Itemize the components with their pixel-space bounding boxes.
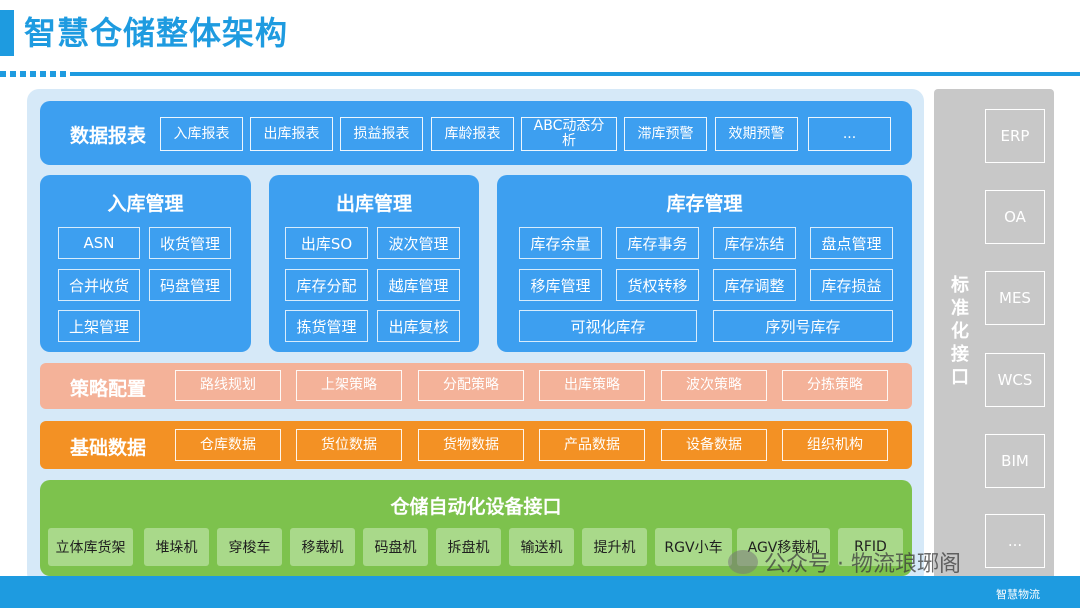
devices-title: 仓储自动化设备接口 [390, 496, 562, 518]
inventory-wide-item: 可视化库存 [519, 310, 697, 342]
outbound-item: 波次管理 [377, 227, 460, 259]
strategy-label: 策略配置 [70, 378, 147, 400]
basic-data-item: 仓库数据 [175, 429, 281, 461]
interface-item: ... [985, 514, 1045, 568]
outbound-item: 拣货管理 [285, 310, 368, 342]
interface-item: MES [985, 271, 1045, 325]
inventory-item: 货权转移 [616, 269, 699, 301]
basic-data-item: 产品数据 [539, 429, 645, 461]
inventory-title: 库存管理 [666, 193, 743, 215]
footer-brand: 智慧物流 [996, 588, 1040, 601]
strategy-item: 出库策略 [539, 370, 645, 401]
basic-data-item: 货物数据 [418, 429, 524, 461]
device-item: 移载机 [290, 528, 355, 566]
architecture-container: 数据报表 入库报表 出库报表 损益报表 库龄报表 ABC动态分析 滞库预警 效期… [27, 89, 924, 585]
device-item: RFID [838, 528, 903, 566]
interface-label: 标准化接口 [951, 275, 969, 388]
report-item: 库龄报表 [431, 117, 514, 151]
interface-item: OA [985, 190, 1045, 244]
inbound-item: ASN [58, 227, 140, 259]
device-item: RGV小车 [655, 528, 732, 566]
header-divider [0, 71, 1080, 77]
interface-item: WCS [985, 353, 1045, 407]
device-item: 码盘机 [363, 528, 428, 566]
outbound-item: 出库SO [285, 227, 368, 259]
inventory-item: 库存损益 [810, 269, 893, 301]
inbound-item: 码盘管理 [149, 269, 231, 301]
outbound-title: 出库管理 [335, 193, 412, 215]
footer-bar [0, 576, 1080, 608]
watermark: 公众号 · 物流琅琊阁 [728, 546, 961, 578]
inventory-item: 库存调整 [713, 269, 796, 301]
inventory-item: 库存余量 [519, 227, 602, 259]
interface-panel: 标准化接口 ERP OA MES WCS BIM ... [934, 89, 1054, 585]
strategy-panel: 策略配置 路线规划 上架策略 分配策略 出库策略 波次策略 分拣策略 [40, 363, 912, 409]
title-accent-bar [0, 10, 14, 56]
device-item: 提升机 [582, 528, 647, 566]
strategy-item: 上架策略 [296, 370, 402, 401]
page-title: 智慧仓储整体架构 [24, 14, 289, 52]
inbound-item: 上架管理 [58, 310, 140, 342]
report-panel: 数据报表 入库报表 出库报表 损益报表 库龄报表 ABC动态分析 滞库预警 效期… [40, 101, 912, 165]
report-item: 滞库预警 [624, 117, 707, 151]
outbound-panel: 出库管理 出库SO 波次管理 库存分配 越库管理 拣货管理 出库复核 [269, 175, 479, 352]
report-item: 入库报表 [160, 117, 243, 151]
inbound-item: 收货管理 [149, 227, 231, 259]
inventory-item: 移库管理 [519, 269, 602, 301]
outbound-item: 出库复核 [377, 310, 460, 342]
report-item: 损益报表 [340, 117, 423, 151]
inbound-item: 合并收货 [58, 269, 140, 301]
inventory-item: 库存冻结 [713, 227, 796, 259]
device-item: 立体库货架 [48, 528, 133, 566]
wechat-icon [728, 550, 758, 574]
report-item: ABC动态分析 [521, 117, 617, 151]
basic-data-panel: 基础数据 仓库数据 货位数据 货物数据 产品数据 设备数据 组织机构 [40, 421, 912, 469]
devices-panel: 仓储自动化设备接口 立体库货架 堆垛机 穿梭车 移载机 码盘机 拆盘机 输送机 … [40, 480, 912, 576]
report-label: 数据报表 [70, 125, 147, 147]
report-item: ... [808, 117, 891, 151]
outbound-item: 库存分配 [285, 269, 368, 301]
basic-data-item: 组织机构 [782, 429, 888, 461]
strategy-item: 路线规划 [175, 370, 281, 401]
device-item: 堆垛机 [144, 528, 209, 566]
report-item: 出库报表 [250, 117, 333, 151]
device-item: 输送机 [509, 528, 574, 566]
basic-data-item: 设备数据 [661, 429, 767, 461]
basic-data-item: 货位数据 [296, 429, 402, 461]
inbound-panel: 入库管理 ASN 收货管理 合并收货 码盘管理 上架管理 [40, 175, 251, 352]
watermark-text: 公众号 · 物流琅琊阁 [764, 552, 961, 577]
report-item: 效期预警 [715, 117, 798, 151]
interface-item: BIM [985, 434, 1045, 488]
inventory-item: 库存事务 [616, 227, 699, 259]
inbound-title: 入库管理 [107, 193, 184, 215]
strategy-item: 分配策略 [418, 370, 524, 401]
basic-data-label: 基础数据 [70, 437, 147, 459]
inventory-panel: 库存管理 库存余量 库存事务 库存冻结 盘点管理 移库管理 货权转移 库存调整 … [497, 175, 912, 352]
inventory-wide-item: 序列号库存 [713, 310, 893, 342]
outbound-item: 越库管理 [377, 269, 460, 301]
strategy-item: 波次策略 [661, 370, 767, 401]
device-item: 拆盘机 [436, 528, 501, 566]
interface-item: ERP [985, 109, 1045, 163]
device-item: 穿梭车 [217, 528, 282, 566]
inventory-item: 盘点管理 [810, 227, 893, 259]
strategy-item: 分拣策略 [782, 370, 888, 401]
